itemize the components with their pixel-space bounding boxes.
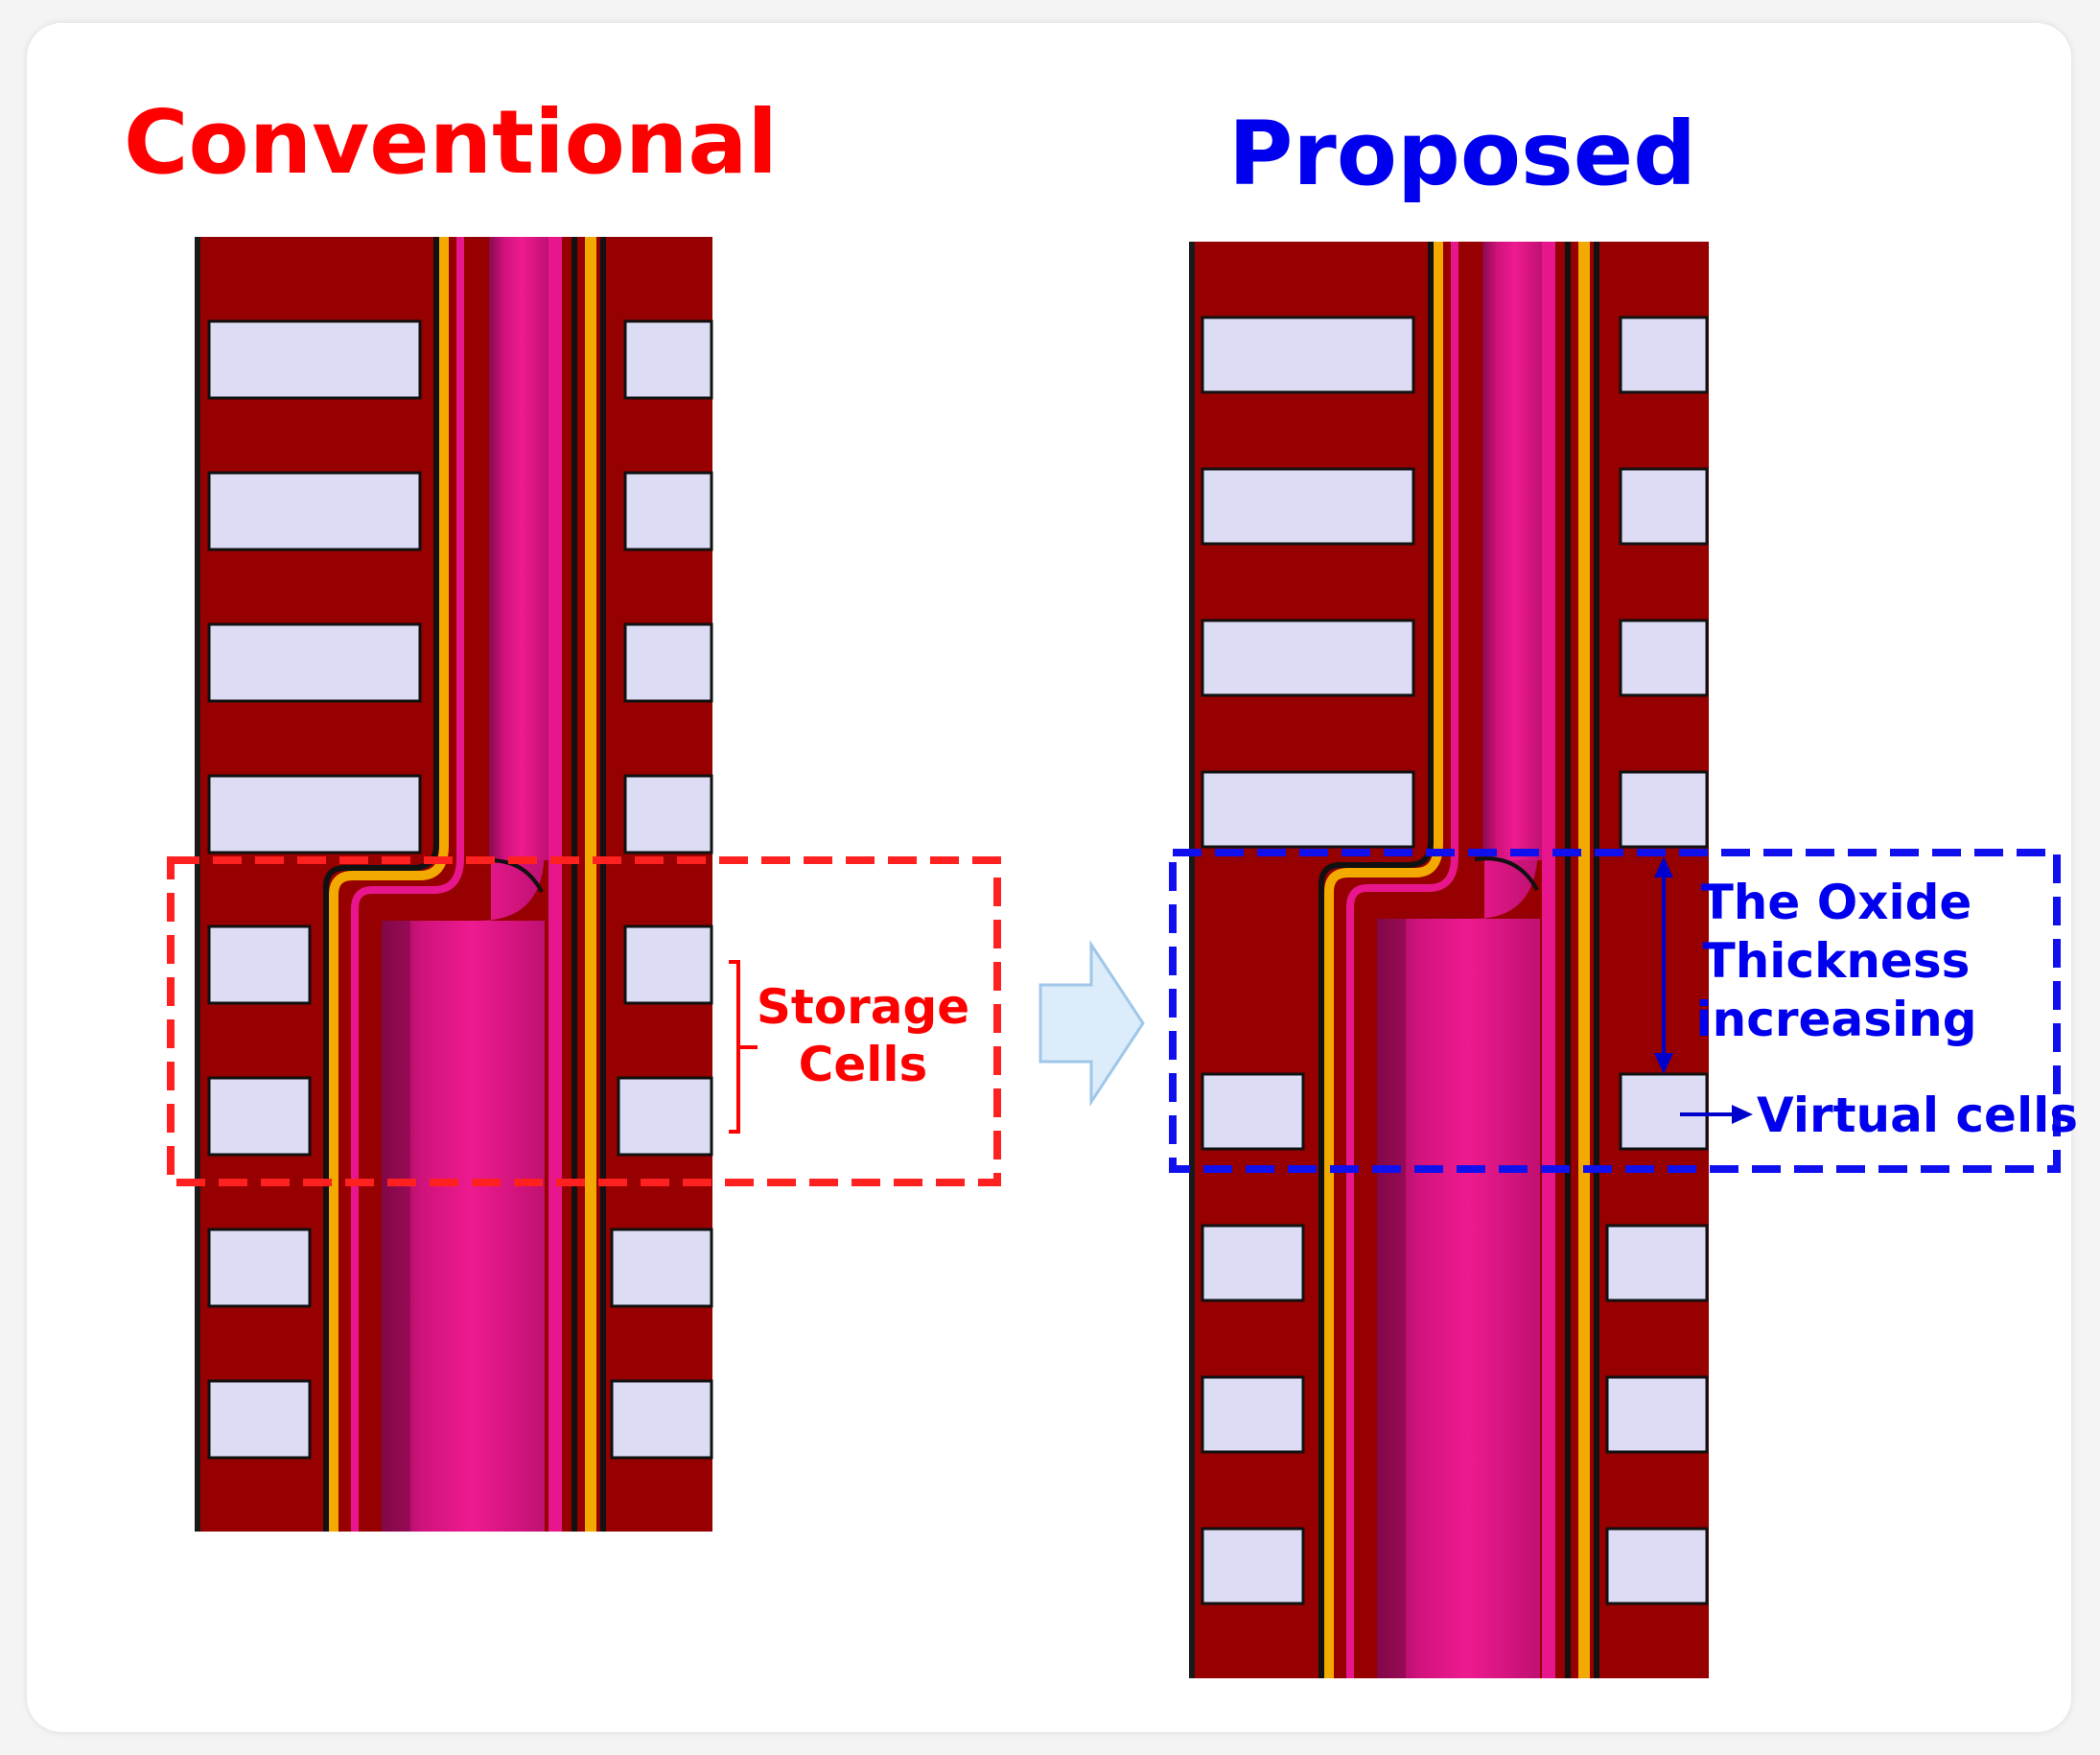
storage-bracket	[729, 960, 758, 1134]
thickness-arrow-icon	[1654, 856, 1673, 1074]
transition-arrow-icon	[1038, 939, 1145, 1108]
proposed-lower-cells	[1201, 1224, 1709, 1605]
proposed-title: Proposed	[1228, 103, 1696, 205]
oxide-label-1: The Oxide	[1701, 875, 1972, 930]
storage-label-1: Storage	[757, 979, 969, 1035]
conventional-structure	[195, 237, 713, 1532]
conventional-storage-cells	[207, 924, 713, 1460]
virtual-cells-label: Virtual cells	[1757, 1088, 2078, 1143]
proposed-virtual-cells	[1201, 1072, 1709, 1151]
proposed-channel	[1318, 242, 1599, 1678]
virtual-cells-arrow-icon	[1680, 1105, 1753, 1124]
oxide-label-3: increasing	[1696, 992, 1977, 1047]
oxide-label-2: Thickness	[1703, 933, 1971, 989]
storage-cells-highlight	[167, 856, 1001, 1186]
conventional-channel	[323, 237, 606, 1532]
conventional-upper-cells	[207, 319, 713, 854]
storage-label-2: Cells	[799, 1037, 928, 1092]
conventional-title: Conventional	[124, 91, 778, 194]
virtual-cells-highlight	[1169, 849, 2061, 1173]
proposed-upper-cells	[1201, 316, 1709, 849]
proposed-structure	[1189, 242, 1709, 1678]
